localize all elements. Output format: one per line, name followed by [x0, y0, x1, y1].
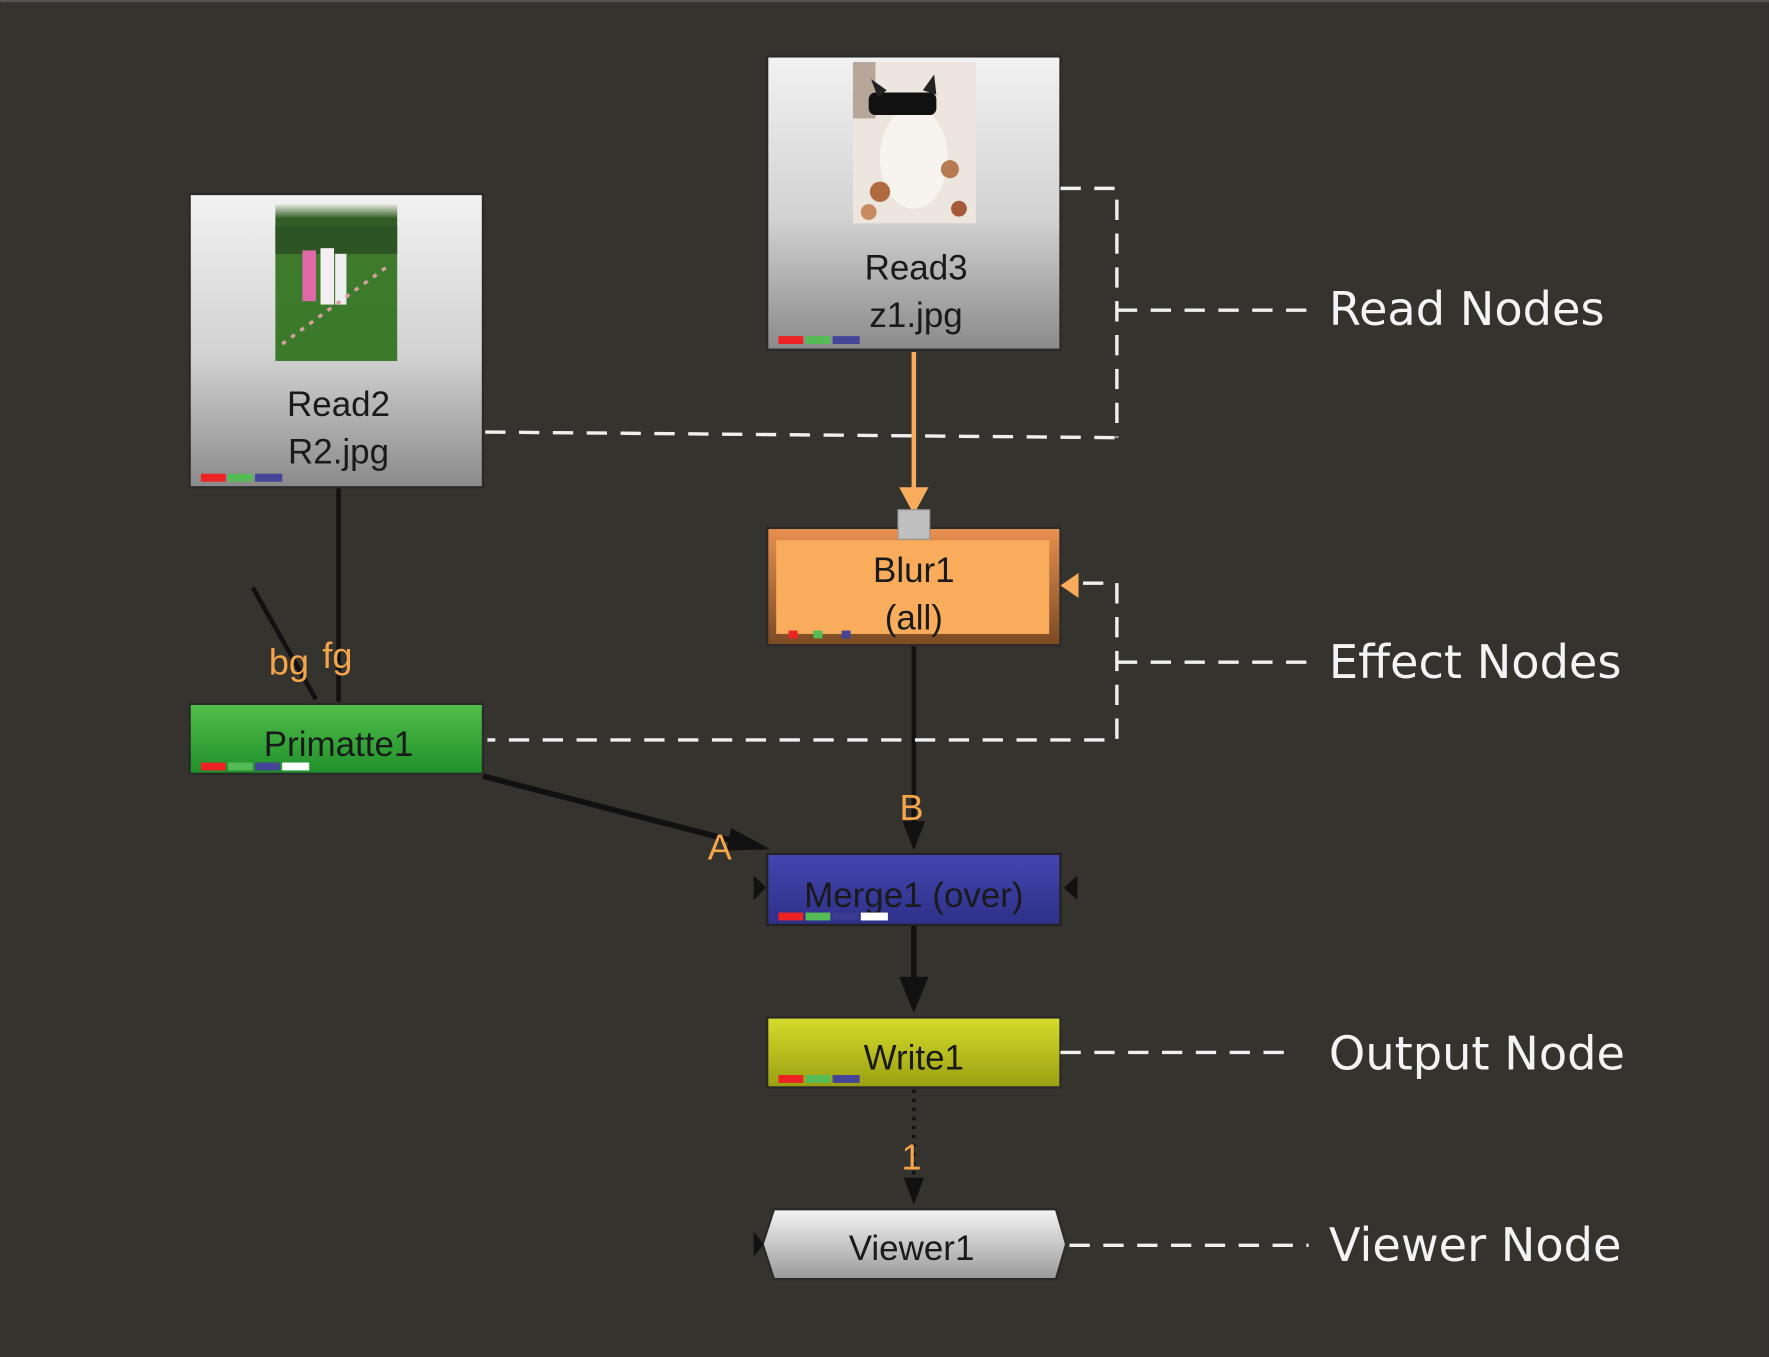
channel-indicators [200, 473, 283, 482]
channel-indicators [200, 762, 310, 771]
arrowhead [899, 487, 929, 515]
node-read2-name: Read2 [287, 385, 390, 424]
node-read3-file: z1.jpg [869, 296, 962, 335]
arrowhead [726, 827, 771, 851]
edge-label-bg: bg [269, 642, 309, 683]
mask-input-arrow-icon[interactable] [1063, 875, 1078, 901]
node-read3-name: Read3 [865, 249, 968, 288]
node-read2-file: R2.jpg [288, 433, 389, 472]
thumbnail-read2 [275, 203, 398, 361]
edge-write1-viewer1[interactable] [903, 1089, 924, 1205]
edge-label-a: A [708, 827, 732, 868]
channel-indicators [778, 912, 888, 921]
node-read2[interactable]: Read2 R2.jpg [188, 192, 485, 489]
node-primatte1-name: Primatte1 [264, 725, 414, 764]
edge-blur1-merge1-b[interactable] [902, 645, 926, 851]
left-input-arrow-icon[interactable] [753, 875, 767, 901]
node-viewer1[interactable]: Viewer1 [753, 1208, 1068, 1281]
edge-read3-blur1[interactable] [899, 351, 929, 515]
node-viewer1-name: Viewer1 [849, 1229, 975, 1268]
node-merge1[interactable]: Merge1 (over) [753, 852, 1078, 927]
node-write1[interactable]: Write1 [766, 1016, 1062, 1089]
annotation-output-node: Output Node [1329, 1026, 1625, 1080]
edge-label-fg: fg [322, 635, 352, 676]
thumbnail-read3 [852, 62, 976, 224]
annotation-effect-nodes: Effect Nodes [1329, 635, 1622, 689]
node-write1-name: Write1 [864, 1038, 964, 1077]
channel-indicators [788, 630, 851, 639]
edge-label-b: B [900, 787, 924, 828]
arrowhead [902, 821, 926, 851]
node-blur1-name: Blur1 [873, 551, 955, 590]
node-blur1-channels: (all) [885, 598, 943, 637]
annotation-read-lines [485, 186, 1309, 440]
annotation-read-nodes: Read Nodes [1329, 282, 1605, 336]
edge-primatte1-merge1-a[interactable] [482, 773, 771, 851]
input-arrow-icon[interactable] [753, 1231, 764, 1257]
arrowhead [903, 1177, 924, 1205]
channel-indicators [778, 336, 860, 345]
mask-input-arrow-icon[interactable] [1060, 573, 1079, 598]
node-read3[interactable]: Read3 z1.jpg [766, 55, 1062, 351]
edge-label-viewer-input: 1 [902, 1137, 922, 1178]
edge-merge1-write1[interactable] [899, 924, 929, 1013]
annotation-viewer-node: Viewer Node [1329, 1218, 1622, 1272]
node-blur1[interactable]: Blur1 (all) [766, 509, 1079, 647]
node-primatte1[interactable]: Primatte1 [188, 702, 485, 775]
annotation-effect-lines [487, 581, 1309, 742]
edge-primatte1-bg-input[interactable] [250, 586, 318, 701]
channel-indicators [778, 1074, 860, 1083]
node-merge1-name: Merge1 (over) [804, 876, 1024, 915]
arrowhead [899, 976, 929, 1013]
